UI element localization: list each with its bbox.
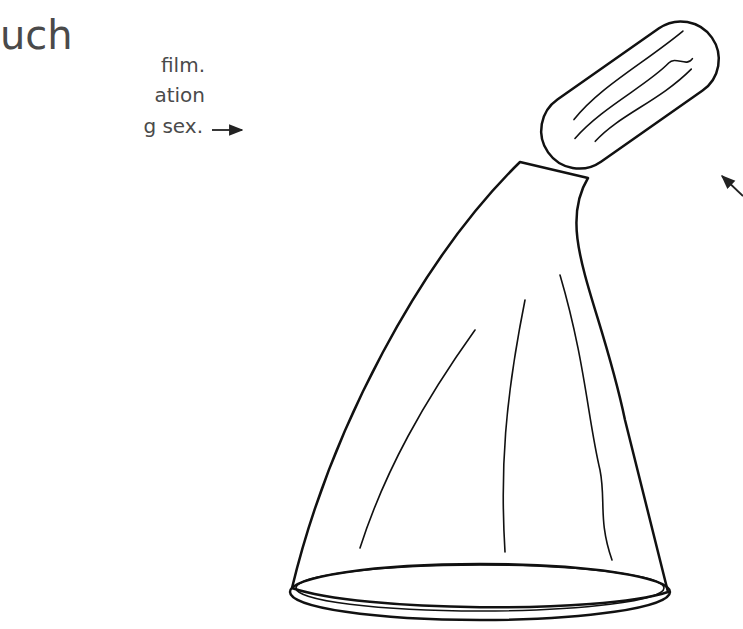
outer-ring-inner (296, 565, 664, 611)
inner-ring-line (593, 69, 694, 141)
part-note: ation (154, 84, 205, 107)
part-title: uch (0, 12, 73, 58)
pouch-fold (560, 275, 612, 560)
part-note: g sex. (143, 115, 203, 138)
inner-ring-end (526, 7, 733, 184)
inner-ring-line (570, 50, 693, 140)
part-note: film. (161, 54, 205, 77)
leader-arrow (722, 176, 743, 196)
leader-arrow (212, 129, 242, 131)
pouch-body (292, 162, 668, 607)
pouch-fold (360, 330, 475, 548)
inner-ring-line (568, 31, 688, 119)
outer-ring (290, 564, 670, 620)
pouch-fold (503, 300, 525, 552)
